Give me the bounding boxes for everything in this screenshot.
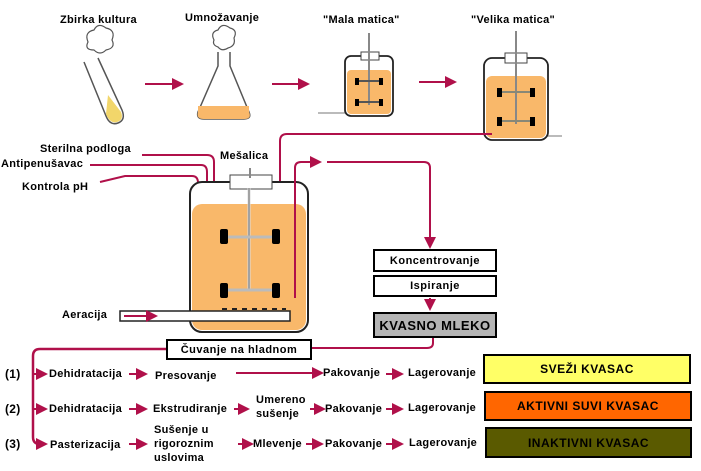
label-zbirka-kultura: Zbirka kultura xyxy=(60,14,137,26)
label-antipenusavac: Antipenušavac xyxy=(1,158,84,170)
step-umereno-susenje: Umereno sušenje xyxy=(256,393,306,421)
main-fermenter-icon xyxy=(119,168,309,333)
product-aktivni-suvi-kvasac: AKTIVNI SUVI KVASAC xyxy=(484,391,692,421)
flask-icon xyxy=(196,24,251,120)
route-number: (1) xyxy=(5,367,21,381)
step-dehidratacija: Dehidratacija xyxy=(49,403,122,415)
step-pakovanje: Pakovanje xyxy=(323,367,381,379)
step-susenje-rigorozno: Sušenje u rigoroznim uslovima xyxy=(154,423,214,465)
step-pasterizacija: Pasterizacija xyxy=(50,439,121,451)
product-inaktivni-kvasac: INAKTIVNI KVASAC xyxy=(485,427,692,458)
label-mesalica: Mešalica xyxy=(220,150,269,162)
outflow-arrow xyxy=(294,156,322,298)
koncentrovanje-box: Koncentrovanje xyxy=(373,249,497,272)
label-velika-matica: "Velika matica" xyxy=(471,14,556,26)
sterilna-arrow xyxy=(142,154,220,198)
step-dehidratacija: Dehidratacija xyxy=(49,368,122,380)
to-cuvanje-line xyxy=(312,338,434,349)
step-ekstrudiranje: Ekstrudiranje xyxy=(153,403,228,415)
label-sterilna-podloga: Sterilna podloga xyxy=(40,143,131,155)
antipen-arrow xyxy=(90,164,213,198)
test-tube-icon xyxy=(83,24,125,125)
step-susenje-line3: uslovima xyxy=(154,452,205,464)
label-aeracija: Aeracija xyxy=(62,309,108,321)
step-pakovanje: Pakovanje xyxy=(325,438,383,450)
step-umereno-line1: Umereno xyxy=(256,394,306,406)
large-fermenter-icon xyxy=(483,31,562,141)
kvasno-mleko-box: KVASNO MLEKO xyxy=(373,312,497,338)
ph-arrow xyxy=(99,175,204,198)
small-fermenter-icon xyxy=(318,33,394,117)
step-susenje-line1: Sušenje u xyxy=(154,424,209,436)
route-number: (3) xyxy=(5,437,21,451)
step-lagerovanje: Lagerovanje xyxy=(409,437,478,449)
step-lagerovanje: Lagerovanje xyxy=(408,402,477,414)
step-presovanje: Presovanje xyxy=(155,370,217,382)
to-koncentrovanje-arrow xyxy=(327,161,436,249)
step-susenje-line2: rigoroznim xyxy=(154,438,214,450)
route-number: (2) xyxy=(5,402,21,416)
step-mlevenje: Mlevenje xyxy=(253,438,302,450)
step-pakovanje: Pakovanje xyxy=(325,403,383,415)
label-umnozavanje: Umnožavanje xyxy=(185,12,260,24)
product-svezi-kvasac: SVEŽI KVASAC xyxy=(483,354,691,384)
ispiranje-box: Ispiranje xyxy=(373,275,497,297)
label-mala-matica: "Mala matica" xyxy=(323,14,400,26)
branch-line xyxy=(31,347,166,446)
cuvanje-box: Čuvanje na hladnom xyxy=(166,339,312,360)
step-lagerovanje: Lagerovanje xyxy=(408,367,477,379)
label-kontrola-ph: Kontrola pH xyxy=(22,181,89,193)
step-umereno-line2: sušenje xyxy=(256,408,300,420)
transfer-arrow xyxy=(274,133,492,194)
